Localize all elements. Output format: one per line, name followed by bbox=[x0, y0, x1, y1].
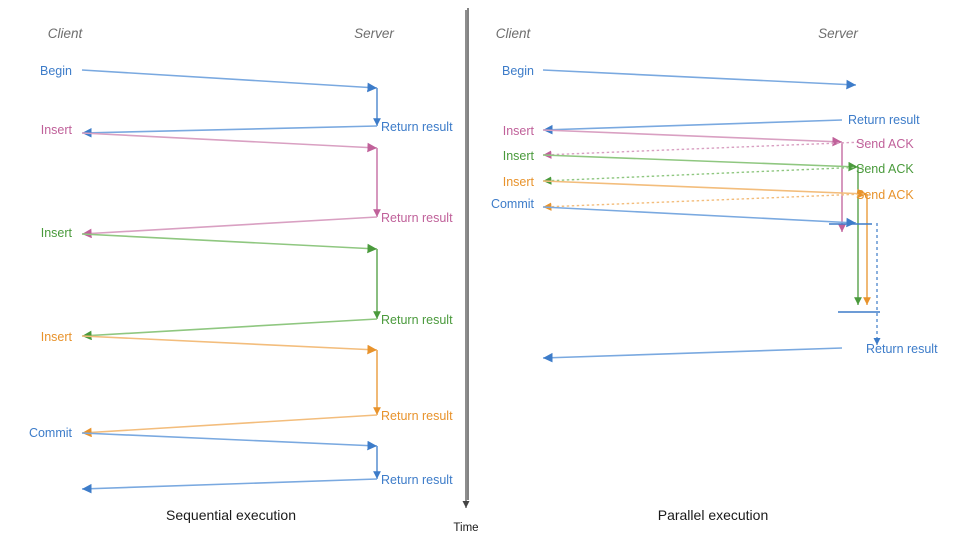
message-label-insert: Insert bbox=[503, 124, 535, 138]
message-label-return-result: Return result bbox=[381, 120, 453, 134]
message-label-return-result: Return result bbox=[866, 342, 938, 356]
message-label-begin: Begin bbox=[40, 64, 72, 78]
message-arrow-request bbox=[81, 69, 378, 93]
message-label-insert: Insert bbox=[503, 175, 535, 189]
message-arrow-request bbox=[542, 129, 843, 147]
lane-header-client: Client bbox=[48, 26, 84, 41]
message-label-begin: Begin bbox=[502, 64, 534, 78]
message-arrow-response bbox=[542, 347, 843, 363]
captions-layer: Sequential execution Parallel execution bbox=[166, 507, 768, 523]
message-arrow-response bbox=[81, 414, 378, 438]
message-label-return-result: Return result bbox=[381, 473, 453, 487]
message-label-return-result: Return result bbox=[381, 313, 453, 327]
lane-header-server: Server bbox=[818, 26, 858, 41]
panel-caption-parallel: Parallel execution bbox=[658, 507, 769, 523]
message-label-send-ack: Send ACK bbox=[856, 162, 914, 176]
message-arrow-request bbox=[542, 206, 857, 228]
message-arrow-request bbox=[542, 180, 868, 199]
message-arrow-ack bbox=[542, 193, 865, 211]
message-label-send-ack: Send ACK bbox=[856, 137, 914, 151]
message-label-return-result: Return result bbox=[848, 113, 920, 127]
message-label-commit: Commit bbox=[491, 197, 535, 211]
message-label-return-result: Return result bbox=[381, 409, 453, 423]
message-arrow-request bbox=[81, 335, 378, 355]
message-arrow-response bbox=[81, 125, 378, 138]
message-arrow-response bbox=[81, 478, 378, 494]
message-arrow-ack bbox=[542, 166, 865, 185]
lane-header-server: Server bbox=[354, 26, 394, 41]
time-axis-layer: Time bbox=[453, 10, 479, 534]
message-label-insert: Insert bbox=[41, 226, 73, 240]
message-label-insert: Insert bbox=[41, 123, 73, 137]
message-arrow-request bbox=[542, 69, 857, 90]
message-arrow-response bbox=[542, 119, 843, 135]
message-label-send-ack: Send ACK bbox=[856, 188, 914, 202]
message-arrow-ack bbox=[542, 141, 865, 159]
message-label-insert: Insert bbox=[41, 330, 73, 344]
message-label-return-result: Return result bbox=[381, 211, 453, 225]
message-arrow-request bbox=[81, 132, 378, 153]
lane-header-client: Client bbox=[496, 26, 532, 41]
message-arrow-request bbox=[81, 233, 378, 254]
message-label-insert: Insert bbox=[503, 149, 535, 163]
panel-caption-sequential: Sequential execution bbox=[166, 507, 296, 523]
message-arrow-response bbox=[81, 216, 378, 239]
message-arrow-request bbox=[81, 432, 378, 451]
message-arrow-response bbox=[81, 318, 378, 341]
message-arrow-request bbox=[542, 154, 859, 172]
message-label-commit: Commit bbox=[29, 426, 73, 440]
time-axis-label: Time bbox=[453, 522, 478, 534]
